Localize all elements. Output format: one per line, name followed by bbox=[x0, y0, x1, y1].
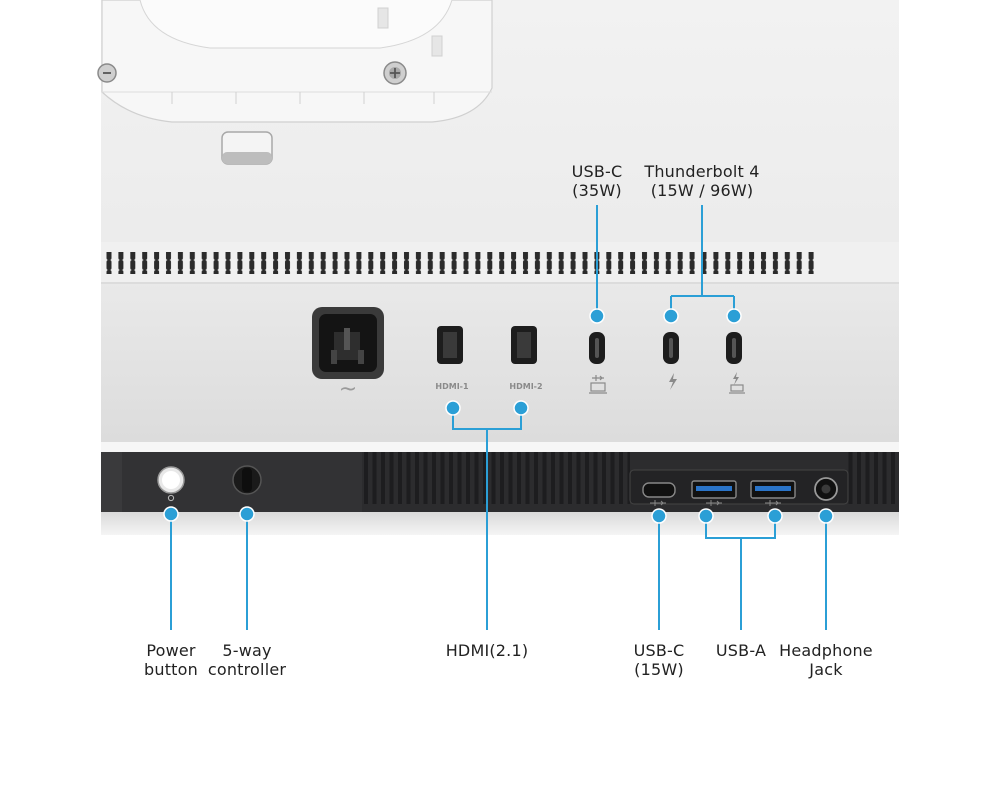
label-power-button: Power button bbox=[144, 641, 198, 679]
port-panel bbox=[101, 282, 899, 442]
ac-symbol: ~ bbox=[339, 377, 357, 402]
hdmi1-mark: HDMI-1 bbox=[435, 382, 469, 391]
usb-a-port-icon bbox=[691, 480, 737, 499]
bottom-vent bbox=[362, 452, 630, 504]
thunderbolt-laptop-glyph bbox=[729, 372, 745, 394]
power-button-icon bbox=[157, 466, 185, 502]
headphone-jack-icon bbox=[814, 477, 838, 501]
usb-a-port-icon bbox=[750, 480, 796, 499]
screw-icon bbox=[97, 63, 117, 83]
power-inlet-icon bbox=[312, 307, 384, 379]
screw-icon bbox=[383, 61, 407, 85]
callout-dots bbox=[163, 308, 834, 524]
usb-laptop-glyph bbox=[589, 375, 607, 394]
label-5-way-controller: 5-way controller bbox=[207, 641, 287, 679]
label-hdmi: HDMI(2.1) bbox=[445, 641, 529, 660]
top-vent bbox=[104, 252, 816, 274]
label-usb-c-35w: USB-C (35W) bbox=[571, 162, 623, 200]
hdmi2-mark: HDMI-2 bbox=[509, 382, 542, 391]
label-headphone-jack: Headphone Jack bbox=[779, 641, 873, 679]
thunderbolt-icon bbox=[669, 373, 677, 390]
hdmi-port-icon bbox=[437, 326, 463, 364]
hdmi-port-icon bbox=[511, 326, 537, 364]
joystick-icon bbox=[232, 465, 262, 495]
usb-c-port-icon bbox=[589, 332, 605, 364]
usb-c-port-icon bbox=[642, 482, 676, 498]
callout-lines bbox=[170, 205, 827, 630]
usb-c-port-icon bbox=[663, 332, 679, 364]
label-thunderbolt-4: Thunderbolt 4 (15W / 96W) bbox=[644, 162, 760, 200]
usb-c-port-icon bbox=[726, 332, 742, 364]
label-usb-a: USB-A bbox=[715, 641, 767, 660]
label-usb-c-15w: USB-C (15W) bbox=[633, 641, 685, 679]
